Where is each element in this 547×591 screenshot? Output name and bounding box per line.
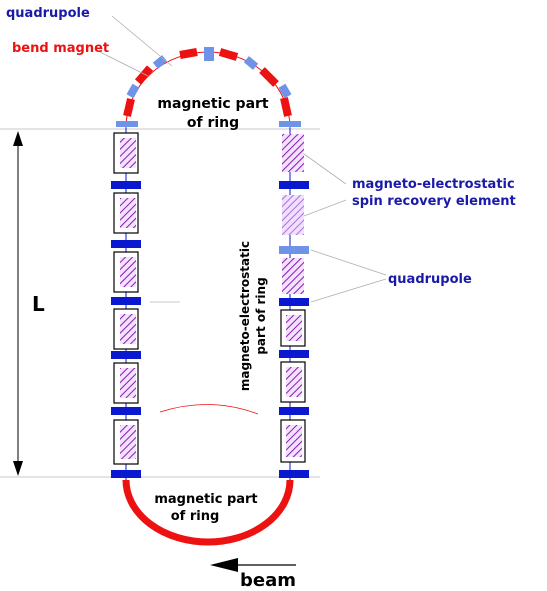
length-label: L <box>32 292 45 316</box>
bend-magnet-label: bend magnet <box>12 41 109 56</box>
left-quadrupole <box>111 181 141 189</box>
quadrupole-right-label: quadrupole <box>388 272 472 287</box>
left-quadrupole <box>111 240 141 248</box>
right-quadrupole <box>279 350 309 358</box>
bend-magnet-segment <box>218 48 239 61</box>
beam-label: beam <box>240 570 296 591</box>
left-quadrupole <box>111 351 141 359</box>
right-spin-elements <box>280 134 306 463</box>
quadrupole-top-label: quadrupole <box>6 6 90 21</box>
left-quadrupole <box>111 470 141 478</box>
top-quadrupole <box>204 47 214 61</box>
magnetic-bottom-label-line2: of ring <box>171 509 220 524</box>
leader-quadrupole-top <box>111 15 173 67</box>
bend-magnet-segment <box>280 97 292 117</box>
length-arrow-top-head <box>13 131 23 146</box>
top-quadrupole <box>278 83 292 99</box>
bend-magnet-segment <box>259 67 279 87</box>
right-quadrupole <box>279 181 309 189</box>
leader-lines <box>99 15 387 303</box>
top-bend-magnets <box>123 48 292 117</box>
top-quadrupole <box>152 55 168 69</box>
magnetic-bottom-label-line1: magnetic part <box>154 492 257 507</box>
right-spin-element-hatch <box>286 367 302 397</box>
electrostatic-label-line2: part of ring <box>254 277 268 354</box>
magnetic-top-label-line2: of ring <box>187 115 239 131</box>
electrostatic-label-line1: magneto-electrostatic <box>238 241 252 391</box>
length-arrow-bottom-head <box>13 461 23 476</box>
left-spin-element-hatch <box>120 368 136 398</box>
right-spin-element-hatch <box>286 315 302 341</box>
leader-quadrupole-right-1 <box>310 249 387 276</box>
right-quadrupole <box>279 470 309 478</box>
leader-spin-2 <box>303 199 347 217</box>
right-quadrupole <box>279 407 309 415</box>
leader-bend-magnet <box>99 51 149 77</box>
beam-arrow-head <box>210 558 238 572</box>
left-spin-element-hatch <box>120 257 136 287</box>
left-spin-element-hatch <box>120 138 136 168</box>
left-spin-elements <box>113 132 139 465</box>
top-quadrupole <box>116 121 138 127</box>
right-quadrupole <box>279 298 309 306</box>
left-spin-element-hatch <box>120 314 136 344</box>
top-quadrupoles <box>116 47 301 127</box>
top-quadrupole <box>126 83 140 99</box>
top-quadrupole <box>279 121 301 127</box>
leader-spin-1 <box>303 153 347 185</box>
left-quadrupole <box>111 407 141 415</box>
top-quadrupole <box>243 56 259 70</box>
spin-recovery-label-line2: spin recovery element <box>352 194 516 209</box>
bend-magnet-segment <box>179 48 198 59</box>
right-quadrupoles <box>279 181 309 478</box>
left-quadrupole <box>111 297 141 305</box>
right-spin-element <box>282 195 304 235</box>
left-spin-element-hatch <box>120 198 136 228</box>
bend-magnet-segment <box>134 65 154 85</box>
bottom-arc <box>122 479 294 546</box>
leader-quadrupole-right-2 <box>310 278 387 303</box>
right-spin-element <box>282 258 304 294</box>
spin-recovery-label-line1: magneto-electrostatic <box>352 177 515 192</box>
right-quadrupole <box>279 246 309 254</box>
right-spin-element <box>282 134 304 172</box>
magnetic-top-label-line1: magnetic part <box>157 96 269 112</box>
left-quadrupoles <box>111 181 141 478</box>
right-spin-element-hatch <box>286 425 302 457</box>
left-spin-element-hatch <box>120 425 136 459</box>
stray-arc <box>159 404 259 415</box>
bend-magnet-segment <box>123 98 135 117</box>
